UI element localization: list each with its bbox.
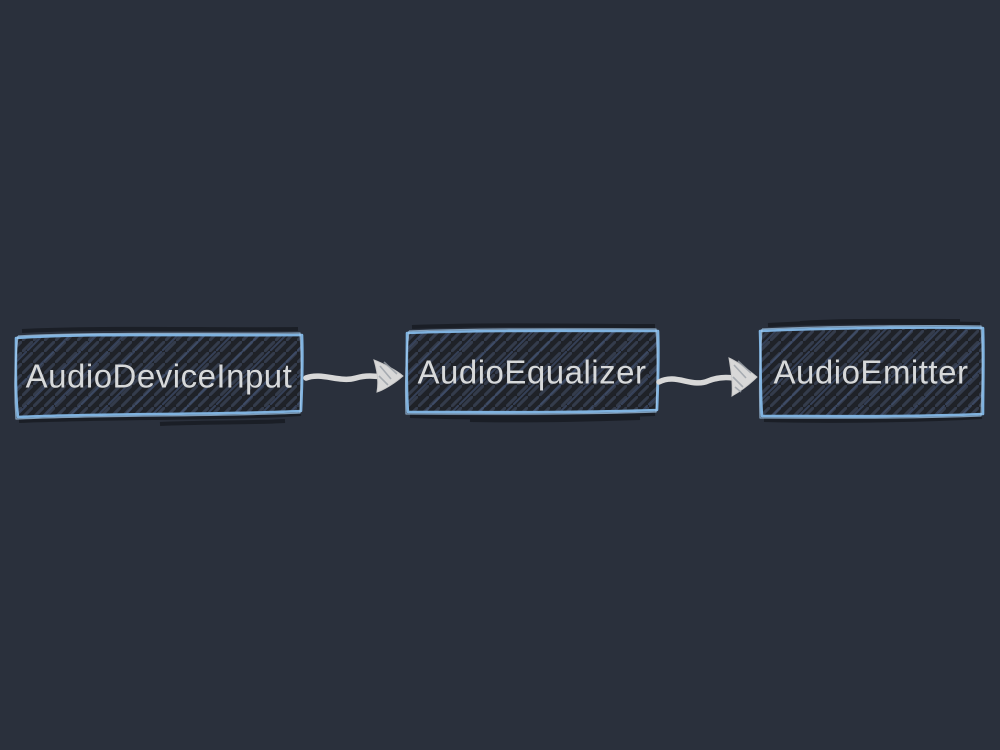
node-hatch-accent — [406, 330, 659, 413]
node-hatch-accent — [760, 327, 984, 417]
node-audio-emitter[interactable]: AudioEmitter — [758, 318, 985, 423]
node-border-highlight — [404, 328, 658, 415]
edge-line — [656, 374, 736, 386]
edge-audio-equalizer-to-audio-emitter[interactable] — [656, 357, 758, 397]
node-sketch-shadow — [409, 323, 656, 423]
node-hatch-accent — [15, 335, 303, 417]
node-border — [14, 333, 304, 419]
node-audio-device-input[interactable]: AudioDeviceInput — [14, 326, 304, 426]
node-audio-equalizer[interactable]: AudioEqualizer — [404, 323, 660, 423]
node-border-highlight — [758, 324, 983, 419]
node-label: AudioDeviceInput — [26, 358, 293, 395]
arrowhead-scribble — [732, 360, 752, 393]
edge-line — [303, 373, 385, 383]
node-label: AudioEmitter — [774, 354, 969, 391]
edge-audio-device-input-to-audio-equalizer[interactable] — [303, 359, 404, 393]
node-sketch-shadow — [763, 318, 983, 423]
node-border — [758, 326, 985, 418]
node-border — [405, 329, 660, 414]
arrowhead-scribble — [378, 361, 398, 386]
node-sketch-shadow — [18, 326, 302, 426]
node-border-highlight — [14, 332, 302, 420]
node-label: AudioEqualizer — [418, 354, 647, 391]
